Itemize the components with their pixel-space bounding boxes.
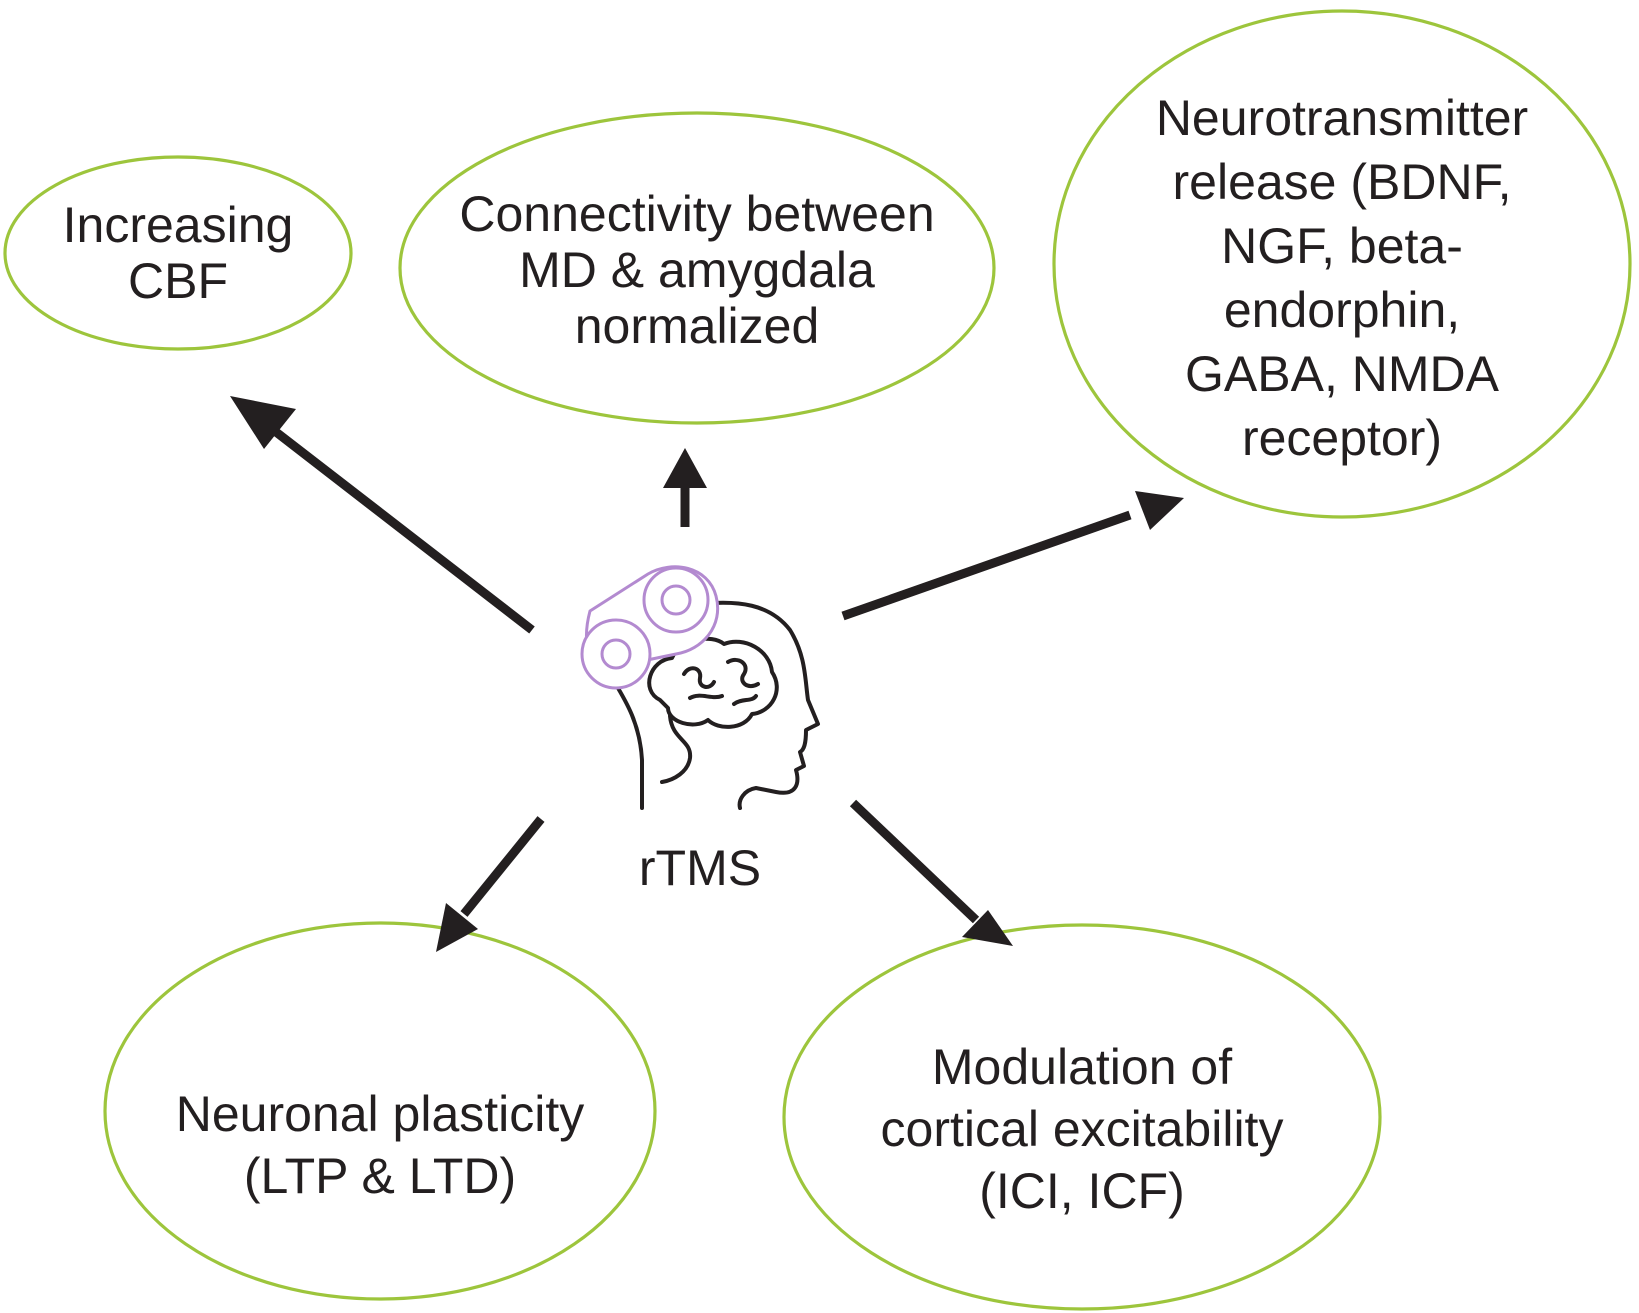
- node-label-connectivity: Connectivity between MD & amygdala norma…: [400, 186, 994, 354]
- node-connectivity-line-2: MD & amygdala: [519, 242, 875, 298]
- node-connectivity-line-1: Connectivity between: [459, 186, 935, 242]
- ellipse-cbf: [3, 155, 353, 351]
- arrow-to-excitability: [849, 799, 1013, 946]
- node-label-plasticity: Neuronal plasticity (LTP & LTD): [105, 1083, 655, 1207]
- ellipse-plasticity: [103, 921, 657, 1301]
- arrow-to-connectivity: [663, 448, 707, 527]
- ellipse-neurotransmitter: [1052, 9, 1632, 519]
- node-connectivity-line-3: normalized: [574, 298, 820, 354]
- node-label-excitability: Modulation of cortical excitability (ICI…: [784, 1036, 1380, 1222]
- ellipse-connectivity: [398, 111, 996, 425]
- node-excitability-line-1: Modulation of: [931, 1039, 1233, 1095]
- arrow-to-cbf: [230, 396, 535, 634]
- node-cbf-line-1: Increasing: [62, 197, 294, 253]
- node-excitability-line-3: (ICI, ICF): [979, 1163, 1185, 1219]
- node-neurotransmitter-line-4: endorphin,: [1223, 282, 1461, 338]
- node-neurotransmitter-line-3: NGF, beta-: [1221, 218, 1463, 274]
- arrow-to-plasticity: [436, 816, 545, 952]
- node-label-neurotransmitter: Neurotransmitter release (BDNF, NGF, bet…: [1054, 86, 1630, 470]
- center-label: rTMS: [638, 840, 762, 896]
- node-plasticity-line-2: (LTP & LTD): [243, 1148, 517, 1204]
- node-neurotransmitter-line-2: release (BDNF,: [1172, 154, 1512, 210]
- node-neurotransmitter-line-1: Neurotransmitter: [1155, 90, 1529, 146]
- ellipse-excitability: [782, 923, 1382, 1311]
- node-cbf-line-2: CBF: [128, 253, 228, 309]
- node-neurotransmitter-line-5: GABA, NMDA: [1185, 346, 1499, 402]
- node-label-cbf: Increasing CBF: [0, 197, 356, 309]
- node-excitability-line-2: cortical excitability: [880, 1101, 1284, 1157]
- node-plasticity-line-1: Neuronal plasticity: [175, 1086, 585, 1142]
- node-neurotransmitter-line-6: receptor): [1241, 410, 1443, 466]
- arrow-to-neurotransmitter: [841, 491, 1184, 621]
- head-with-brain-and-tms-coil-icon: [580, 565, 820, 810]
